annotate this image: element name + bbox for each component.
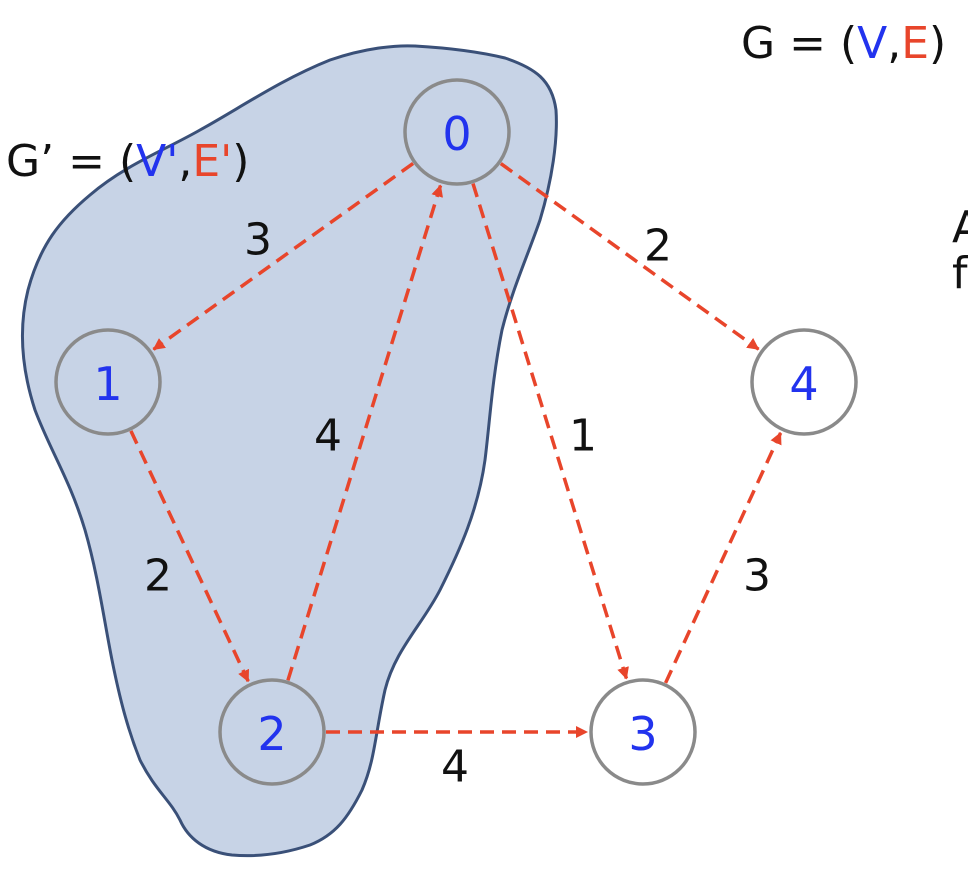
edge-weight-0-4: 2 xyxy=(644,221,672,272)
edge-weight-2-0: 4 xyxy=(314,411,342,462)
edge-0-3 xyxy=(471,183,629,680)
node-circle-0 xyxy=(403,78,511,186)
edge-0-1 xyxy=(152,162,415,351)
node-label-2: 2 xyxy=(257,707,286,761)
edge-weight-0-3: 1 xyxy=(569,411,597,462)
node-0: 0 xyxy=(403,78,511,186)
edge-1-2 xyxy=(129,430,250,683)
node-circle-3 xyxy=(589,678,697,786)
edge-weight-1-2: 2 xyxy=(144,551,172,602)
cut-off-line: f xyxy=(952,248,968,297)
subgraph-formula: G’ = (V',E') xyxy=(6,140,249,184)
node-4: 4 xyxy=(750,328,858,436)
node-label-0: 0 xyxy=(442,107,471,161)
subgraph-edge-set: E' xyxy=(192,136,233,187)
graph-name: G xyxy=(741,18,776,69)
node-label-1: 1 xyxy=(93,357,122,411)
equals-sign: = xyxy=(775,18,840,69)
cut-off-line: A xyxy=(952,205,968,253)
open-paren: ( xyxy=(118,136,137,187)
open-paren: ( xyxy=(839,18,858,69)
edge-weight-3-4: 3 xyxy=(743,551,771,602)
node-circle-1 xyxy=(54,328,162,436)
nodes-layer: 0 1 2 3 4 xyxy=(54,78,858,786)
edge-weight-0-1: 3 xyxy=(244,215,272,266)
equals-sign: = xyxy=(54,136,119,187)
close-paren: ) xyxy=(232,136,250,187)
close-paren: ) xyxy=(929,18,947,69)
node-1: 1 xyxy=(54,328,162,436)
vertex-set: V xyxy=(857,18,888,69)
edge-2-0 xyxy=(286,184,443,681)
edge-0-4 xyxy=(499,162,760,351)
edge-weight-2-3: 4 xyxy=(441,742,469,793)
cut-off-text: A f xyxy=(952,205,968,297)
comma: , xyxy=(887,18,902,69)
graph-formula: G = (V,E) xyxy=(741,22,946,66)
subgraph-name: G’ xyxy=(6,136,55,187)
edge-3-4 xyxy=(663,431,783,684)
node-3: 3 xyxy=(589,678,697,786)
node-label-3: 3 xyxy=(628,707,657,761)
comma: , xyxy=(178,136,193,187)
edge-set: E xyxy=(901,18,930,69)
subgraph-vertex-set: V' xyxy=(136,136,179,187)
node-label-4: 4 xyxy=(789,357,818,411)
node-circle-2 xyxy=(218,678,326,786)
node-circle-4 xyxy=(750,328,858,436)
edges-layer: 3 2 1 2 4 4 3 xyxy=(129,162,783,793)
node-2: 2 xyxy=(218,678,326,786)
